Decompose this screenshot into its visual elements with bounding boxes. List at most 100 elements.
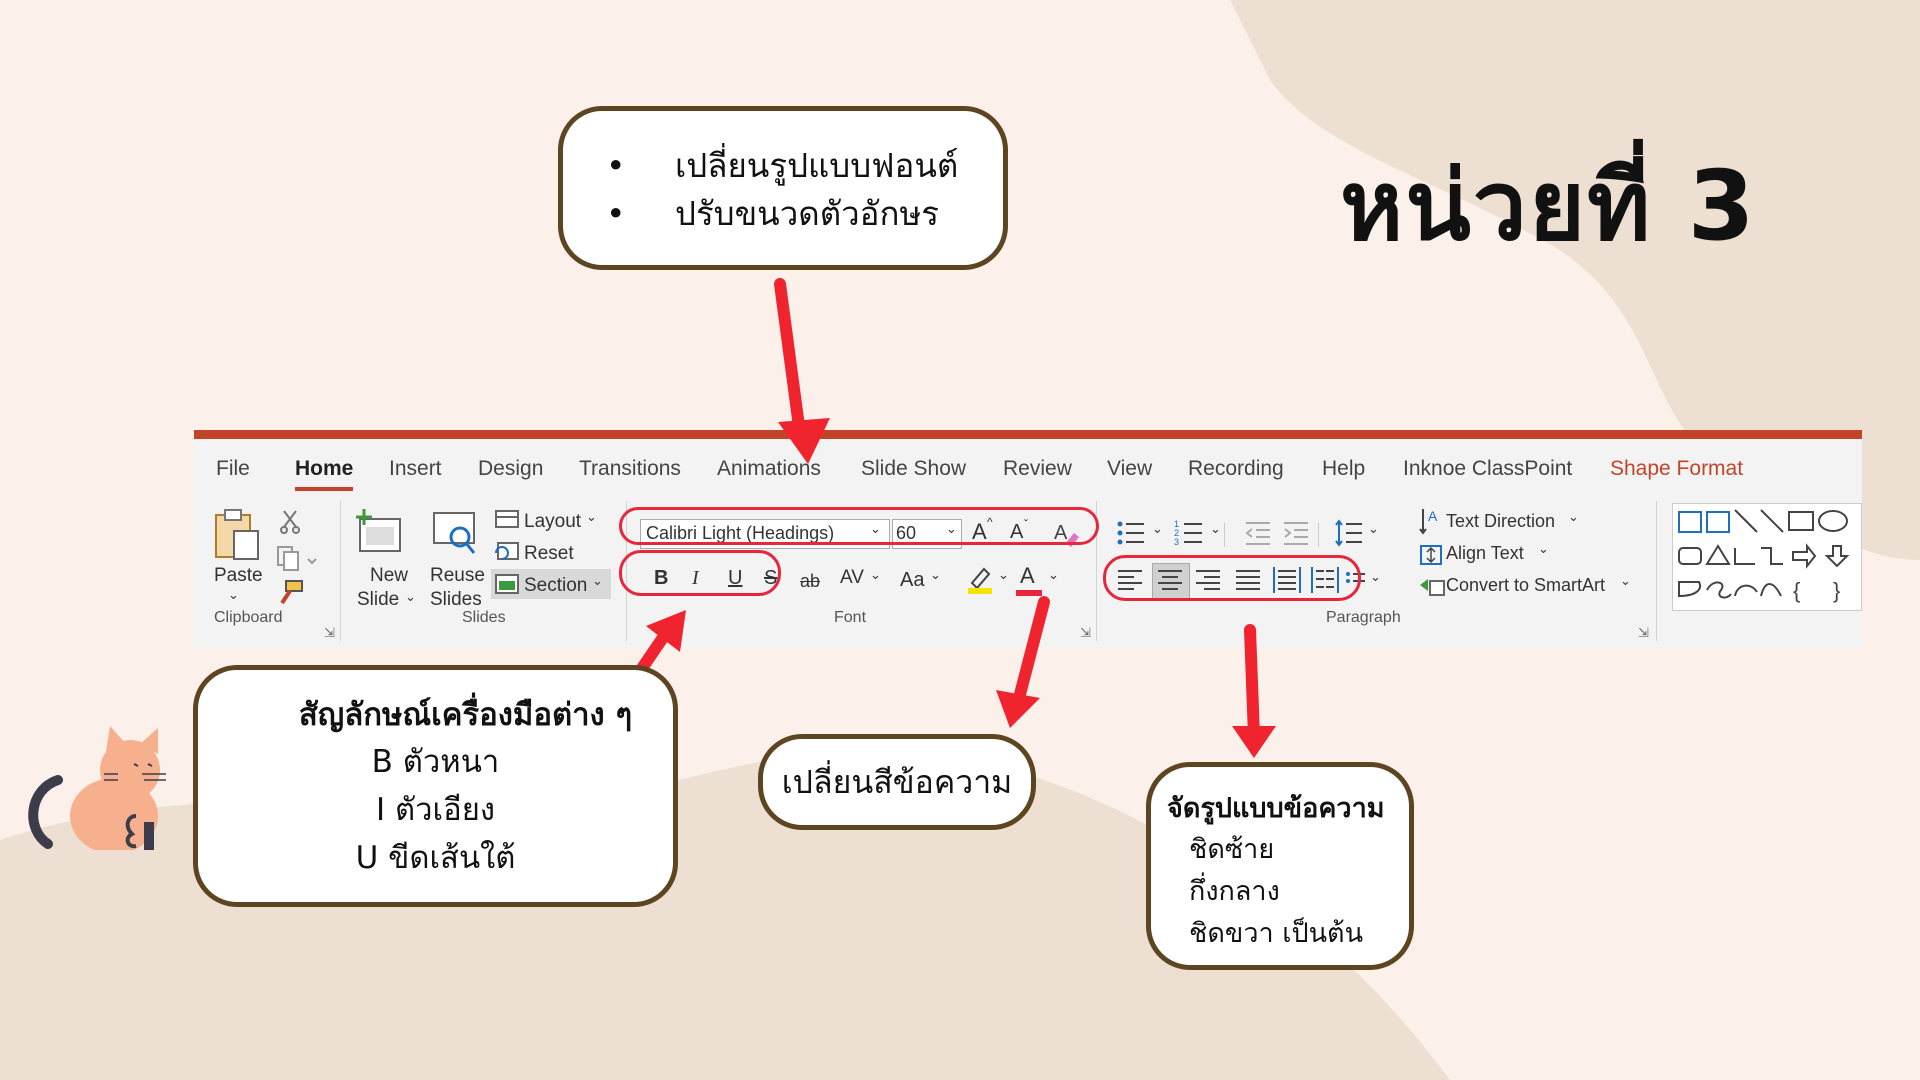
font-group-label: Font [834, 609, 867, 626]
tab-insert[interactable]: Insert [389, 457, 442, 480]
copy-icon[interactable] [276, 545, 320, 571]
increase-indent-icon[interactable] [1282, 519, 1310, 547]
alignment-highlight [1103, 555, 1361, 601]
tab-help[interactable]: Help [1322, 457, 1366, 480]
new-slide-label-2[interactable]: Slide [357, 589, 400, 610]
shrink-font-button[interactable]: A [1010, 521, 1024, 543]
shapes-icon[interactable]: {} [1673, 504, 1861, 610]
font-size-value[interactable]: 60 [896, 523, 917, 543]
svg-text:1: 1 [1174, 519, 1179, 529]
tab-review[interactable]: Review [1003, 457, 1072, 480]
font-name-value[interactable]: Calibri Light (Headings) [646, 523, 835, 543]
tab-shape-format[interactable]: Shape Format [1610, 457, 1744, 480]
reuse-slides-label-2[interactable]: Slides [430, 589, 482, 610]
tab-inknoe-classpoint[interactable]: Inknoe ClassPoint [1403, 457, 1573, 480]
justify-icon[interactable] [1234, 567, 1262, 593]
italic-button[interactable]: I [692, 567, 699, 589]
decrease-indent-icon[interactable] [1244, 519, 1272, 547]
tab-design[interactable]: Design [478, 457, 544, 480]
chevron-down-icon[interactable]: ⌄ [1368, 521, 1379, 536]
reset-icon[interactable] [494, 541, 520, 561]
tool-symbols-callout: สัญลักษณ์เครื่องมือต่าง ๆ B ตัวหนา I ตัว… [193, 665, 678, 907]
shapes-gallery[interactable]: {} [1672, 503, 1862, 611]
format-painter-icon[interactable] [276, 579, 306, 607]
line-spacing-icon[interactable] [1334, 519, 1364, 547]
chevron-down-icon[interactable]: ⌄ [586, 509, 597, 524]
text-direction-icon[interactable]: A [1418, 507, 1444, 537]
grow-font-button[interactable]: A [972, 519, 987, 544]
tab-slide-show[interactable]: Slide Show [861, 457, 967, 480]
chevron-down-icon[interactable]: ⌄ [228, 587, 239, 602]
layout-button[interactable]: Layout [524, 511, 582, 532]
callout-item-text: เปลี่ยนรูปแบบฟอนต์ [675, 146, 959, 185]
chevron-down-icon[interactable]: ⌄ [1048, 567, 1059, 582]
dialog-launcher-icon[interactable]: ⇲ [324, 625, 335, 640]
bullets-icon[interactable] [1116, 519, 1146, 547]
convert-to-smartart-button[interactable]: Convert to SmartArt [1446, 575, 1606, 595]
divider [1318, 523, 1319, 547]
svg-text:A: A [1428, 508, 1438, 524]
columns-icon[interactable] [1310, 565, 1340, 595]
new-slide-label-1[interactable]: New [370, 565, 409, 586]
align-text-icon[interactable] [1418, 543, 1444, 567]
character-spacing-button[interactable]: AV [840, 567, 864, 588]
new-slide-icon[interactable] [354, 507, 404, 557]
callout-line: กึ่งกลาง [1189, 876, 1280, 907]
chevron-down-icon[interactable]: ⌄ [1568, 509, 1579, 524]
tab-file[interactable]: File [216, 457, 250, 480]
reset-button[interactable]: Reset [524, 543, 574, 564]
chevron-down-icon[interactable]: ⌄ [1620, 573, 1631, 588]
numbering-icon[interactable]: 123 [1174, 519, 1204, 547]
chevron-down-icon[interactable]: ⌄ [592, 573, 603, 588]
tab-home[interactable]: Home [295, 457, 354, 491]
smartart-icon[interactable] [1418, 575, 1446, 599]
divider [1224, 523, 1225, 547]
chevron-down-icon[interactable]: ⌄ [1538, 541, 1549, 556]
paragraph-group-label: Paragraph [1326, 609, 1401, 626]
tab-view[interactable]: View [1107, 457, 1153, 480]
font-color-button[interactable]: A [1020, 563, 1035, 588]
tab-animations[interactable]: Animations [717, 457, 821, 480]
align-text-button[interactable]: Align Text [1446, 543, 1524, 563]
cat-illustration [28, 726, 166, 850]
chevron-down-icon[interactable]: ⌄ [998, 567, 1009, 582]
callout-heading: สัญลักษณ์เครื่องมือต่าง ๆ [298, 697, 633, 733]
distributed-icon[interactable] [1272, 565, 1302, 595]
align-right-icon[interactable] [1194, 567, 1222, 593]
chevron-down-icon[interactable]: ⌄ [1210, 521, 1221, 536]
dialog-launcher-icon[interactable]: ⇲ [1638, 625, 1649, 640]
section-button[interactable]: Section [524, 575, 588, 596]
chevron-down-icon[interactable]: ⌄ [946, 521, 957, 536]
paste-button[interactable]: Paste [214, 565, 263, 586]
section-icon[interactable] [494, 573, 520, 595]
chevron-down-icon[interactable]: ⌄ [870, 567, 881, 582]
cut-icon[interactable] [278, 509, 302, 535]
change-case-button[interactable]: Aa [900, 569, 925, 591]
bold-button[interactable]: B [654, 567, 669, 589]
reuse-slides-icon[interactable] [430, 509, 480, 557]
paste-icon[interactable] [212, 507, 264, 563]
chevron-down-icon[interactable]: ⌄ [1152, 521, 1163, 536]
highlight-color-icon[interactable] [966, 565, 994, 595]
chevron-down-icon[interactable]: ⌄ [930, 567, 941, 582]
callout-heading: จัดรูปแบบข้อความ [1167, 793, 1385, 824]
bullet: • [606, 194, 626, 233]
align-left-icon[interactable] [1116, 567, 1144, 593]
group-separator [340, 501, 341, 641]
chevron-down-icon[interactable]: ⌄ [870, 521, 881, 536]
chevron-down-icon[interactable]: ⌄ [1370, 569, 1381, 584]
align-center-icon[interactable] [1156, 567, 1184, 593]
layout-icon[interactable] [494, 509, 520, 529]
strikethrough-button[interactable]: ab [800, 571, 821, 591]
text-direction-button[interactable]: Text Direction [1446, 511, 1556, 531]
font-combo-highlight [619, 507, 1099, 545]
chevron-down-icon[interactable]: ⌄ [405, 589, 416, 604]
dialog-launcher-icon[interactable]: ⇲ [1080, 625, 1091, 640]
tab-recording[interactable]: Recording [1188, 457, 1284, 480]
tab-transitions[interactable]: Transitions [579, 457, 681, 480]
callout-line: ชิดซ้าย [1189, 834, 1275, 865]
reuse-slides-label-1[interactable]: Reuse [430, 565, 485, 586]
underline-button[interactable]: U [728, 567, 743, 589]
caret-up-icon: ^ [987, 515, 993, 529]
clipboard-group-label: Clipboard [214, 609, 283, 626]
